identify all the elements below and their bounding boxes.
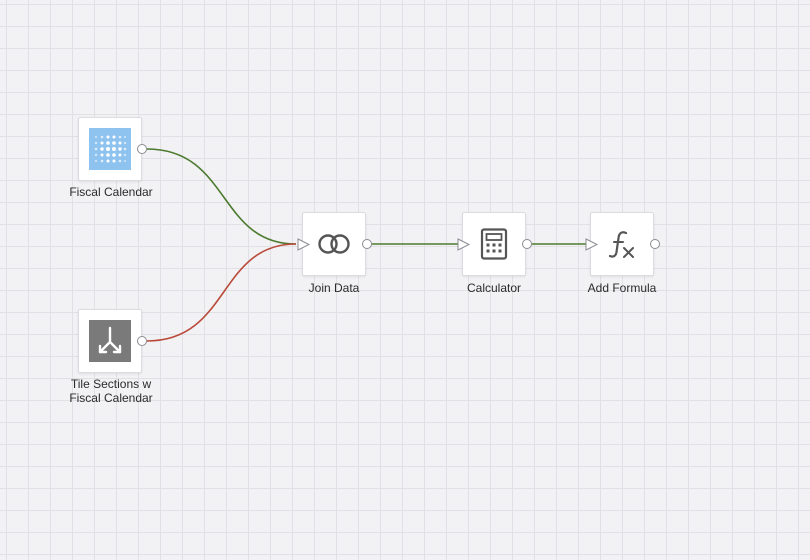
output-port-tile-sections[interactable] [137,336,147,346]
node-label-tile-sections: Tile Sections w Fiscal Calendar [69,377,153,405]
node-label-join-data: Join Data [308,281,360,295]
dataset-icon [89,128,131,170]
node-label-fiscal-calendar: Fiscal Calendar [69,185,153,199]
formula-icon [608,231,634,258]
node-label-calculator: Calculator [466,281,522,295]
node-label-add-formula: Add Formula [587,281,657,295]
calculator-icon [480,228,508,260]
output-port-fiscal-calendar[interactable] [137,144,147,154]
join-icon [318,234,350,254]
wire-fiscal-calendar-to-join[interactable] [146,148,297,245]
wire-tile-sections-to-join[interactable] [146,243,297,342]
node-add-formula[interactable] [590,212,654,276]
output-port-join-data[interactable] [362,239,372,249]
output-port-calculator[interactable] [522,239,532,249]
node-fiscal-calendar[interactable] [78,117,142,181]
split-icon [89,320,131,362]
output-port-add-formula[interactable] [650,239,660,249]
node-tile-sections[interactable] [78,309,142,373]
node-calculator[interactable] [462,212,526,276]
node-join-data[interactable] [302,212,366,276]
